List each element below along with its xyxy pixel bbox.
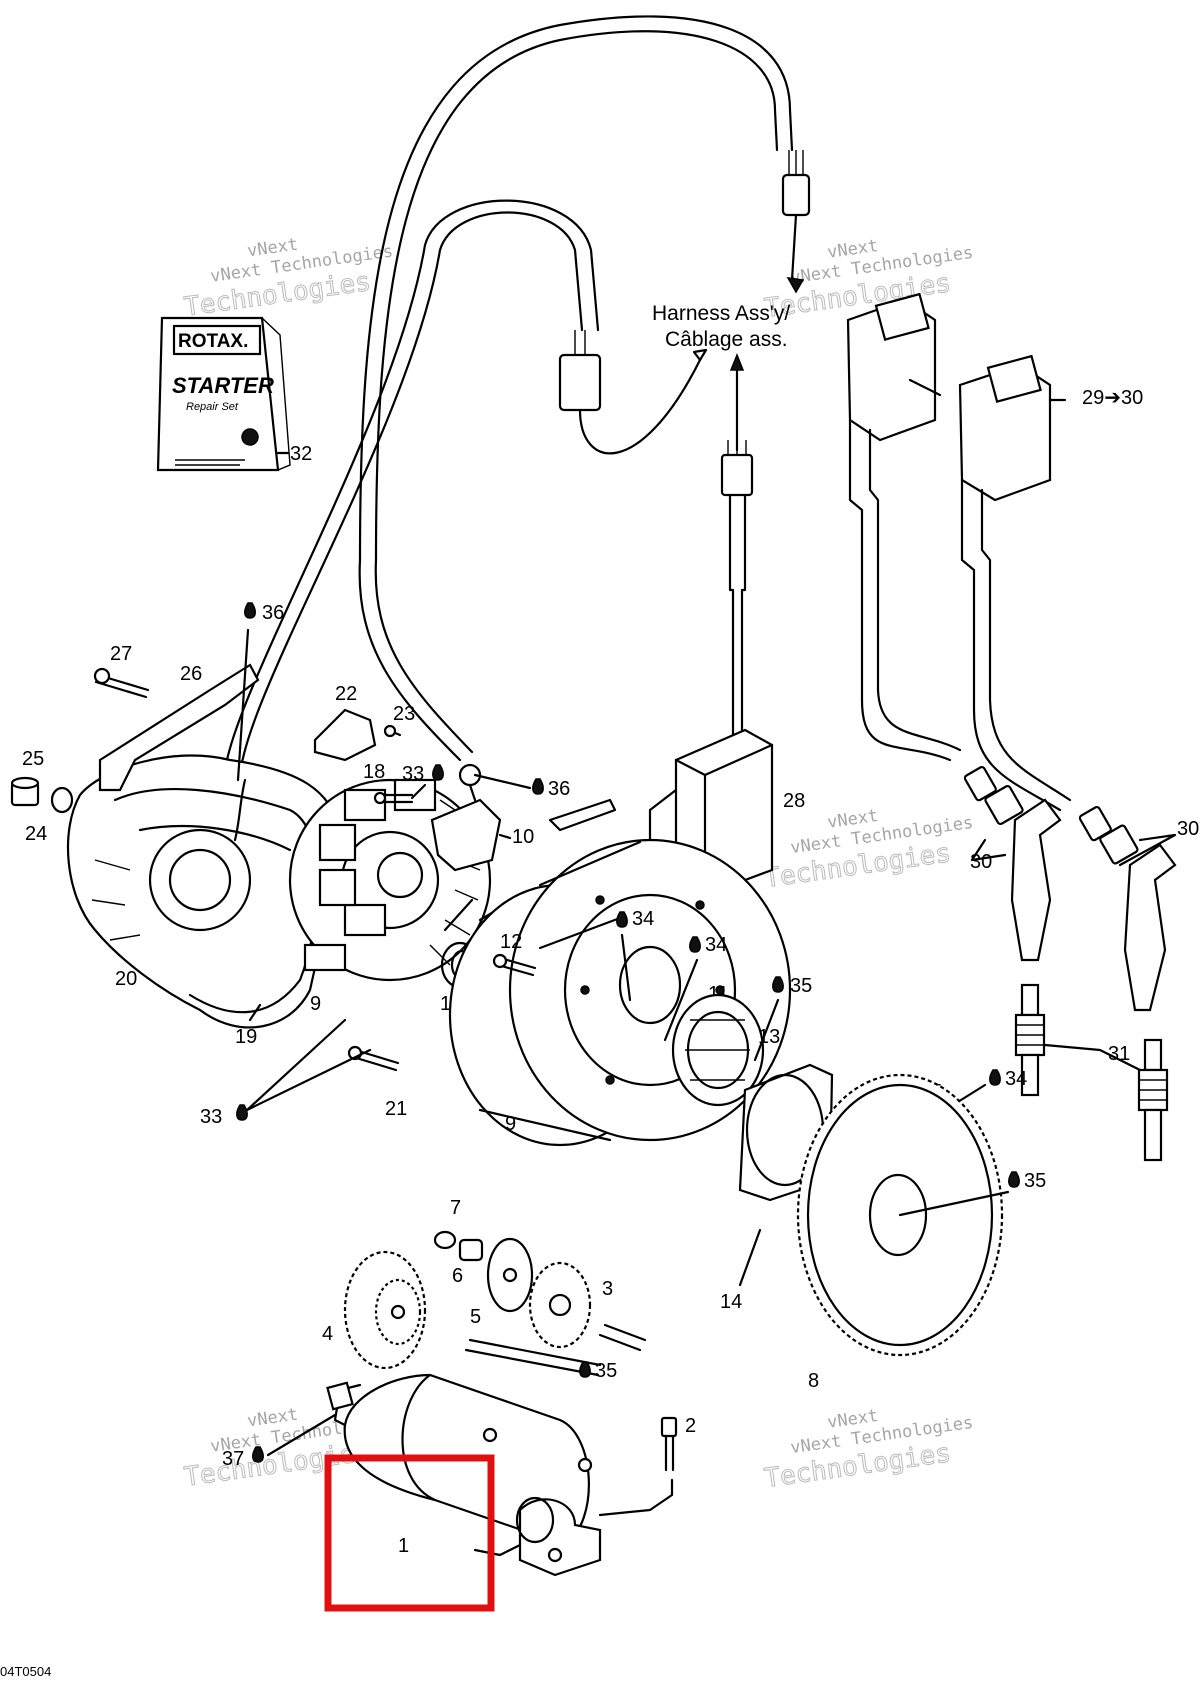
bushing-6-7: 7 6 <box>433 1197 484 1287</box>
bolt-18: 18 33 <box>363 761 444 805</box>
svg-text:36: 36 <box>262 602 284 624</box>
svg-text:19: 19 <box>235 1026 257 1048</box>
callout-35-upper: 35 <box>753 975 812 1062</box>
manual-title: STARTER <box>172 373 274 398</box>
svg-text:34: 34 <box>705 934 727 956</box>
pickup-10: 10 <box>430 763 534 872</box>
svg-text:26: 26 <box>180 663 202 685</box>
svg-text:13: 13 <box>758 1026 780 1048</box>
svg-text:7: 7 <box>450 1197 461 1219</box>
washer-5: 5 <box>470 1237 534 1328</box>
svg-text:Harness Ass'y/: Harness Ass'y/ <box>652 302 790 325</box>
spark-plugs-31: 31 <box>1014 983 1169 1162</box>
spark-plug-caps <box>963 766 1177 1012</box>
bolt-21-33: 21 33 <box>200 1018 407 1128</box>
svg-text:33: 33 <box>200 1106 222 1128</box>
label-32: 32 <box>290 443 312 465</box>
ignition-coil-left <box>846 292 962 762</box>
svg-text:6: 6 <box>452 1265 463 1287</box>
label-29-30: 29➔30 <box>1082 387 1143 409</box>
bolt-2: 2 <box>598 1415 696 1517</box>
plug-25-oring-24: 25 24 <box>10 748 74 845</box>
bracket-26: 26 <box>98 663 260 792</box>
shafts: 35 <box>464 1323 647 1382</box>
svg-text:35: 35 <box>790 975 812 997</box>
crankcase-cover-20 <box>66 754 342 1029</box>
svg-text:20: 20 <box>115 968 137 990</box>
svg-text:2: 2 <box>685 1415 696 1437</box>
svg-text:30: 30 <box>1177 818 1199 840</box>
svg-text:12: 12 <box>500 931 522 953</box>
doc-code: 04T0504 <box>0 1664 51 1679</box>
bolt-27: 27 <box>93 643 150 699</box>
watermark-bottom-right: vNext vNext Technologies Technologies <box>762 1406 974 1495</box>
callout-30: 30 30 <box>970 818 1199 873</box>
ignition-coil-right: 29➔30 <box>958 354 1143 812</box>
svg-text:24: 24 <box>25 823 47 845</box>
svg-text:9: 9 <box>505 1113 516 1135</box>
manual-subtitle: Repair Set <box>186 401 239 413</box>
svg-text:35: 35 <box>1024 1170 1046 1192</box>
svg-text:21: 21 <box>385 1098 407 1120</box>
svg-text:31: 31 <box>1108 1043 1130 1065</box>
ring-gear-8: 35 8 <box>796 1073 1046 1392</box>
callout-37: 37 <box>222 1413 337 1470</box>
callout-36: 36 36 <box>236 602 570 800</box>
callouts-34: 34 34 34 <box>616 908 1027 1112</box>
svg-text:25: 25 <box>22 748 44 770</box>
svg-text:35: 35 <box>595 1360 617 1382</box>
svg-text:28: 28 <box>783 790 805 812</box>
gear-4: 4 <box>322 1250 427 1370</box>
svg-text:33: 33 <box>402 763 424 785</box>
label-1: 1 <box>398 1535 409 1557</box>
svg-text:5: 5 <box>470 1306 481 1328</box>
harness-callout: Harness Ass'y/ Câblage ass. <box>652 277 805 452</box>
svg-text:30: 30 <box>970 851 992 873</box>
watermark-top-left: vNext vNext Technologies Technologies <box>182 235 394 324</box>
svg-text:37: 37 <box>222 1448 244 1470</box>
bracket-22: 22 23 <box>313 683 415 762</box>
repair-manual-32: ROTAX. STARTER Repair Set 32 <box>156 316 312 472</box>
svg-text:23: 23 <box>393 703 415 725</box>
svg-text:4: 4 <box>322 1323 333 1345</box>
starter-motor-1 <box>326 1373 602 1577</box>
svg-text:27: 27 <box>110 643 132 665</box>
svg-text:18: 18 <box>363 761 385 783</box>
svg-text:34: 34 <box>632 908 654 930</box>
labels-cover: 20 19 <box>115 968 262 1048</box>
svg-text:10: 10 <box>512 826 534 848</box>
harness-cable-long <box>358 15 811 762</box>
cdi-module-28: 28 <box>648 440 805 897</box>
svg-text:9: 9 <box>310 993 321 1015</box>
manual-brand: ROTAX. <box>178 331 248 352</box>
svg-text:8: 8 <box>808 1370 819 1392</box>
svg-text:22: 22 <box>335 683 357 705</box>
svg-text:14: 14 <box>720 1291 742 1313</box>
svg-text:3: 3 <box>602 1278 613 1300</box>
svg-text:34: 34 <box>1005 1068 1027 1090</box>
clutch-13: 13 <box>671 993 780 1107</box>
gear-3: 3 <box>528 1261 613 1349</box>
svg-text:36: 36 <box>548 778 570 800</box>
stator-9: 9 17 <box>288 778 522 1015</box>
svg-text:Câblage ass.: Câblage ass. <box>665 328 788 351</box>
bolt-12: 12 <box>492 916 622 977</box>
highlight-box-part-1 <box>324 1454 495 1612</box>
